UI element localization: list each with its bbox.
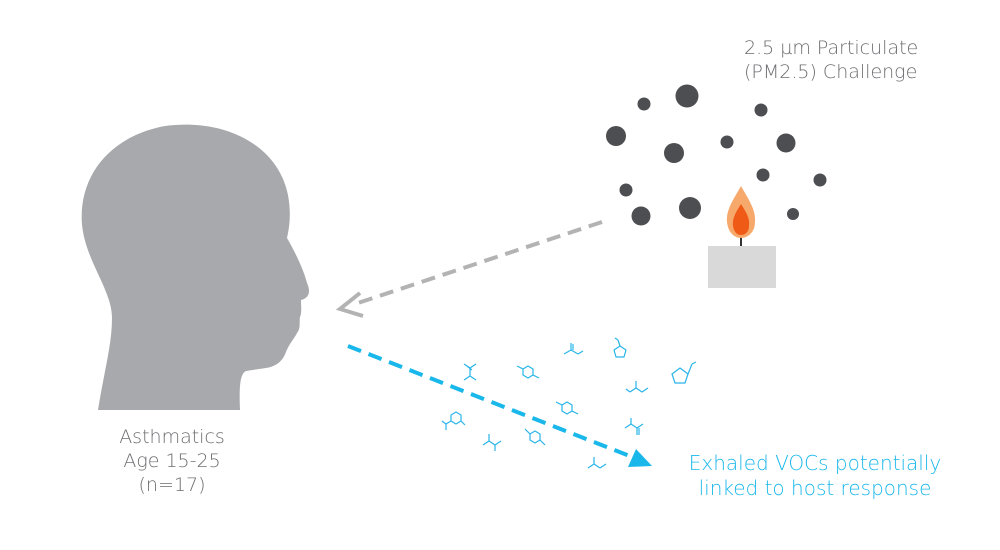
particulate-label-line2: (PM2.5) Challenge [744, 60, 918, 83]
particle [606, 126, 626, 146]
particle [754, 103, 768, 117]
molecule-icon [587, 457, 607, 469]
molecule-icon [613, 337, 627, 358]
subject-label-line1: Asthmatics [119, 426, 225, 448]
particle [637, 97, 651, 111]
vocs-label-line1: Exhaled VOCs potentially [688, 451, 942, 475]
particle [619, 183, 633, 197]
molecule-icon [441, 411, 466, 430]
voc-molecules [441, 337, 697, 469]
particle [679, 197, 701, 219]
molecule-icon [671, 361, 697, 384]
particulate-label-line1: 2.5 µm Particulate [744, 37, 919, 59]
candle-icon [708, 186, 776, 288]
particle [776, 133, 796, 153]
molecule-icon [463, 363, 477, 381]
particle [787, 208, 799, 220]
subject-label-line2: Age 15-25 [123, 449, 221, 472]
molecule-icon [524, 428, 546, 446]
molecule-icon [624, 418, 644, 435]
molecule-icon [482, 434, 502, 451]
molecule-icon [555, 401, 579, 415]
molecule-icon [516, 365, 540, 379]
human-head-icon [81, 124, 310, 410]
vocs-label: Exhaled VOCs potentially linked to host … [652, 451, 978, 501]
particle [720, 135, 734, 149]
vocs-label-line2: linked to host response [698, 476, 932, 500]
subject-label: Asthmatics Age 15-25 (n=17) [92, 426, 252, 497]
particulate-label: 2.5 µm Particulate (PM2.5) Challenge [744, 37, 918, 85]
molecule-icon [625, 381, 649, 393]
molecule-icon [563, 343, 584, 355]
subject-label-line3: (n=17) [138, 473, 206, 496]
exhaled-vocs-arrow [347, 344, 652, 467]
particle [664, 143, 684, 163]
particle [813, 173, 827, 187]
particle [756, 168, 770, 182]
particle [675, 84, 699, 108]
inhaled-particles-arrow [335, 220, 603, 318]
particulate-cluster [606, 84, 827, 226]
particle [631, 206, 651, 226]
